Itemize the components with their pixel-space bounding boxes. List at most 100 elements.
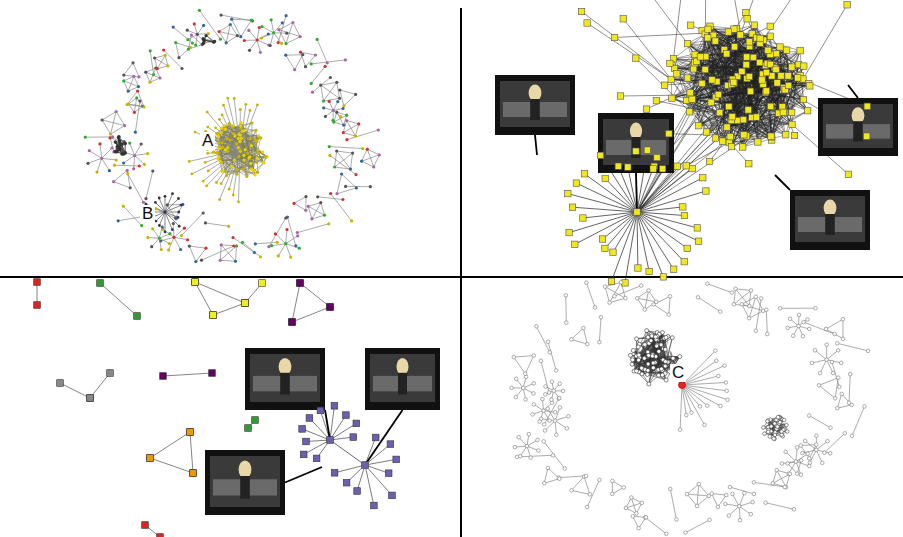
graph-edge xyxy=(555,421,556,435)
graph-edge xyxy=(102,158,110,170)
graph-edge xyxy=(321,203,325,216)
graph-edge xyxy=(308,203,321,207)
graph-edge xyxy=(262,27,274,33)
graph-edge xyxy=(294,197,306,204)
graph-edge xyxy=(713,35,798,78)
graph-edge xyxy=(733,36,771,79)
graph-edge xyxy=(311,66,325,83)
graph-edge xyxy=(669,296,670,314)
graph-edge xyxy=(842,394,852,405)
graph-edge xyxy=(213,303,245,315)
graph-edge xyxy=(686,113,785,166)
graph-edge xyxy=(320,410,330,440)
graph-edge xyxy=(365,459,396,465)
graph-edge xyxy=(637,82,717,212)
graph-edge xyxy=(114,170,128,181)
graph-edge xyxy=(232,19,252,20)
graph-edge xyxy=(221,245,235,261)
graph-edge xyxy=(150,51,153,75)
graph-edge xyxy=(150,458,193,473)
graph-edge xyxy=(228,98,240,150)
graph-edge xyxy=(637,212,684,262)
graph-edge xyxy=(810,450,816,463)
graph-edge xyxy=(514,356,534,358)
graph-edge xyxy=(275,234,285,244)
graph-edge xyxy=(321,85,324,101)
graph-edge xyxy=(827,350,839,359)
graph-edge xyxy=(826,319,843,329)
graph-edge xyxy=(605,178,637,212)
graph-edge xyxy=(165,199,179,213)
graph-edge xyxy=(749,291,751,307)
graph-edge xyxy=(647,83,703,109)
graph-edge xyxy=(114,182,131,188)
graph-edge xyxy=(308,206,312,219)
graph-edge xyxy=(128,174,144,203)
graph-edge xyxy=(182,213,204,236)
graph-edge xyxy=(623,19,671,80)
graph-edge xyxy=(637,212,697,228)
graph-edge xyxy=(565,295,567,322)
graph-edge xyxy=(637,298,656,302)
graph-edge xyxy=(274,23,283,33)
graph-edge xyxy=(155,58,158,69)
graph-edge xyxy=(351,153,353,169)
graph-edge xyxy=(241,20,252,37)
graph-edge xyxy=(347,130,378,140)
graph-edge xyxy=(85,136,112,137)
graph-edge xyxy=(235,136,264,162)
graph-edge xyxy=(739,502,753,506)
graph-edge xyxy=(176,43,191,48)
graph-edge xyxy=(347,121,356,137)
graph-edge xyxy=(159,234,170,239)
graph-edge xyxy=(255,242,277,244)
graph-edge xyxy=(152,238,160,247)
graph-edge xyxy=(306,55,316,67)
graph-edge xyxy=(100,283,137,316)
graph-edge xyxy=(739,493,744,506)
graph-edge xyxy=(236,246,237,261)
graph-edge xyxy=(739,506,741,520)
graph-edge xyxy=(690,54,770,92)
graph-edge xyxy=(637,212,639,268)
graph-edge xyxy=(637,212,687,248)
graph-edge xyxy=(179,47,190,57)
graph-edge xyxy=(244,40,257,42)
graph-edge xyxy=(163,373,212,376)
graph-edge xyxy=(241,123,247,177)
graph-edge xyxy=(690,99,749,164)
graph-edge xyxy=(194,24,197,34)
graph-edge xyxy=(697,496,709,506)
graph-edge xyxy=(220,245,221,260)
graph-edge xyxy=(119,138,126,153)
graph-edge xyxy=(572,477,585,491)
graph-edge xyxy=(548,342,556,371)
graph-edge xyxy=(165,212,172,230)
graph-edge xyxy=(725,504,739,506)
graph-edge xyxy=(365,465,392,495)
graph-edge xyxy=(718,495,726,507)
graph-edge xyxy=(176,43,179,58)
graph-edge xyxy=(837,343,868,351)
graph-edge xyxy=(708,29,768,50)
graph-edge xyxy=(587,480,599,507)
graph-edge xyxy=(584,477,590,495)
graph-edge xyxy=(286,244,300,249)
graph-edge xyxy=(278,244,285,256)
graph-edge xyxy=(208,150,240,171)
graph-edge xyxy=(633,351,665,374)
graph-edge xyxy=(257,40,269,45)
graph-edge xyxy=(536,326,549,352)
graph-edge xyxy=(697,61,803,79)
graph-edge xyxy=(195,132,240,150)
graph-edge xyxy=(220,150,240,200)
graph-edge xyxy=(165,212,179,213)
graph-edge xyxy=(123,206,141,226)
graph-edge xyxy=(819,378,838,386)
graph-edge xyxy=(717,34,752,82)
graph-edge xyxy=(199,10,220,39)
graph-edge xyxy=(205,223,228,226)
graph-edge xyxy=(270,33,273,46)
graph-edge xyxy=(842,319,843,339)
